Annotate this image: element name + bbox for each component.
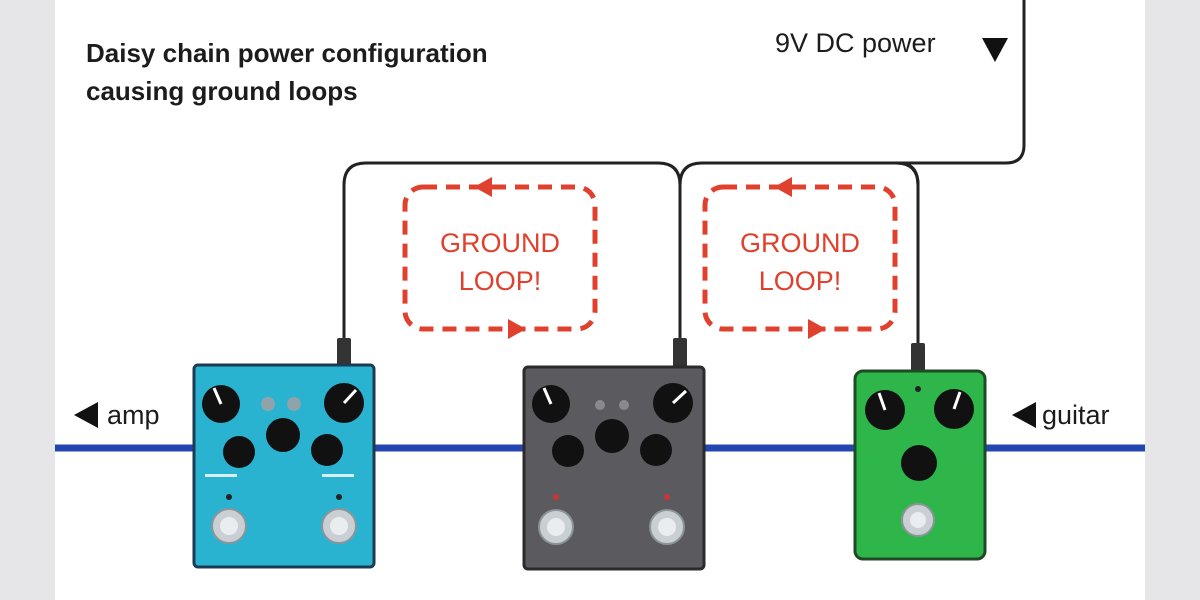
- ground-loop-2: [702, 184, 898, 332]
- knob-indicator: [342, 388, 358, 405]
- led-icon: [553, 494, 559, 500]
- knob-icon: [595, 419, 629, 453]
- footswitch-cap: [330, 517, 348, 535]
- loop-1-line-2: LOOP!: [459, 266, 542, 296]
- amp-label: amp: [107, 400, 160, 430]
- led-icon: [595, 400, 605, 410]
- title-line-1: Daisy chain power configuration: [86, 38, 488, 68]
- led-icon: [619, 400, 629, 410]
- led-icon: [336, 494, 342, 500]
- guitar-label: guitar: [1042, 400, 1110, 430]
- power-plug-middle: [673, 338, 687, 368]
- knob-icon: [266, 418, 300, 452]
- knob-indicator: [671, 389, 688, 405]
- knob-icon: [552, 435, 584, 467]
- arrow-right-icon: [808, 319, 826, 339]
- led-icon: [915, 386, 921, 392]
- print-mark: [205, 474, 237, 477]
- led-icon: [261, 397, 275, 411]
- arrow-left-icon: [474, 177, 492, 197]
- ground-loop-1: [402, 184, 598, 332]
- knob-indicator: [877, 392, 887, 411]
- arrow-right-icon: [508, 319, 526, 339]
- power-cable-branch: [895, 161, 920, 186]
- power-cable: [342, 0, 1026, 350]
- knob-indicator: [952, 391, 962, 410]
- led-icon: [287, 397, 301, 411]
- knob-icon: [901, 445, 937, 481]
- footswitch-cap: [547, 518, 565, 536]
- loop-2-line-2: LOOP!: [759, 266, 842, 296]
- footswitch-cap: [658, 518, 676, 536]
- power-plug-right: [911, 343, 925, 373]
- print-mark: [322, 474, 354, 477]
- knob-icon: [640, 434, 672, 466]
- pedal-left: [192, 363, 376, 569]
- power-plug-left: [337, 338, 351, 368]
- title-line-2: causing ground loops: [86, 76, 358, 106]
- arrow-left-icon: [774, 177, 792, 197]
- pedal-right: [853, 369, 987, 561]
- knob-icon: [311, 434, 343, 466]
- knob-icon: [223, 436, 255, 468]
- arrow-left-icon: [1012, 402, 1036, 428]
- footswitch-cap: [220, 517, 238, 535]
- knob-indicator: [542, 387, 553, 405]
- footswitch-cap: [910, 512, 926, 528]
- knob-indicator: [212, 387, 223, 405]
- diagram-title: Daisy chain power configuration causing …: [86, 34, 488, 110]
- loop-2-line-1: GROUND: [740, 228, 860, 258]
- arrow-down-icon: [982, 38, 1008, 62]
- power-label: 9V DC power: [775, 28, 936, 58]
- pedal-middle: [522, 365, 706, 571]
- led-icon: [226, 494, 232, 500]
- led-icon: [664, 494, 670, 500]
- arrow-left-icon: [74, 402, 98, 428]
- loop-1-line-1: GROUND: [440, 228, 560, 258]
